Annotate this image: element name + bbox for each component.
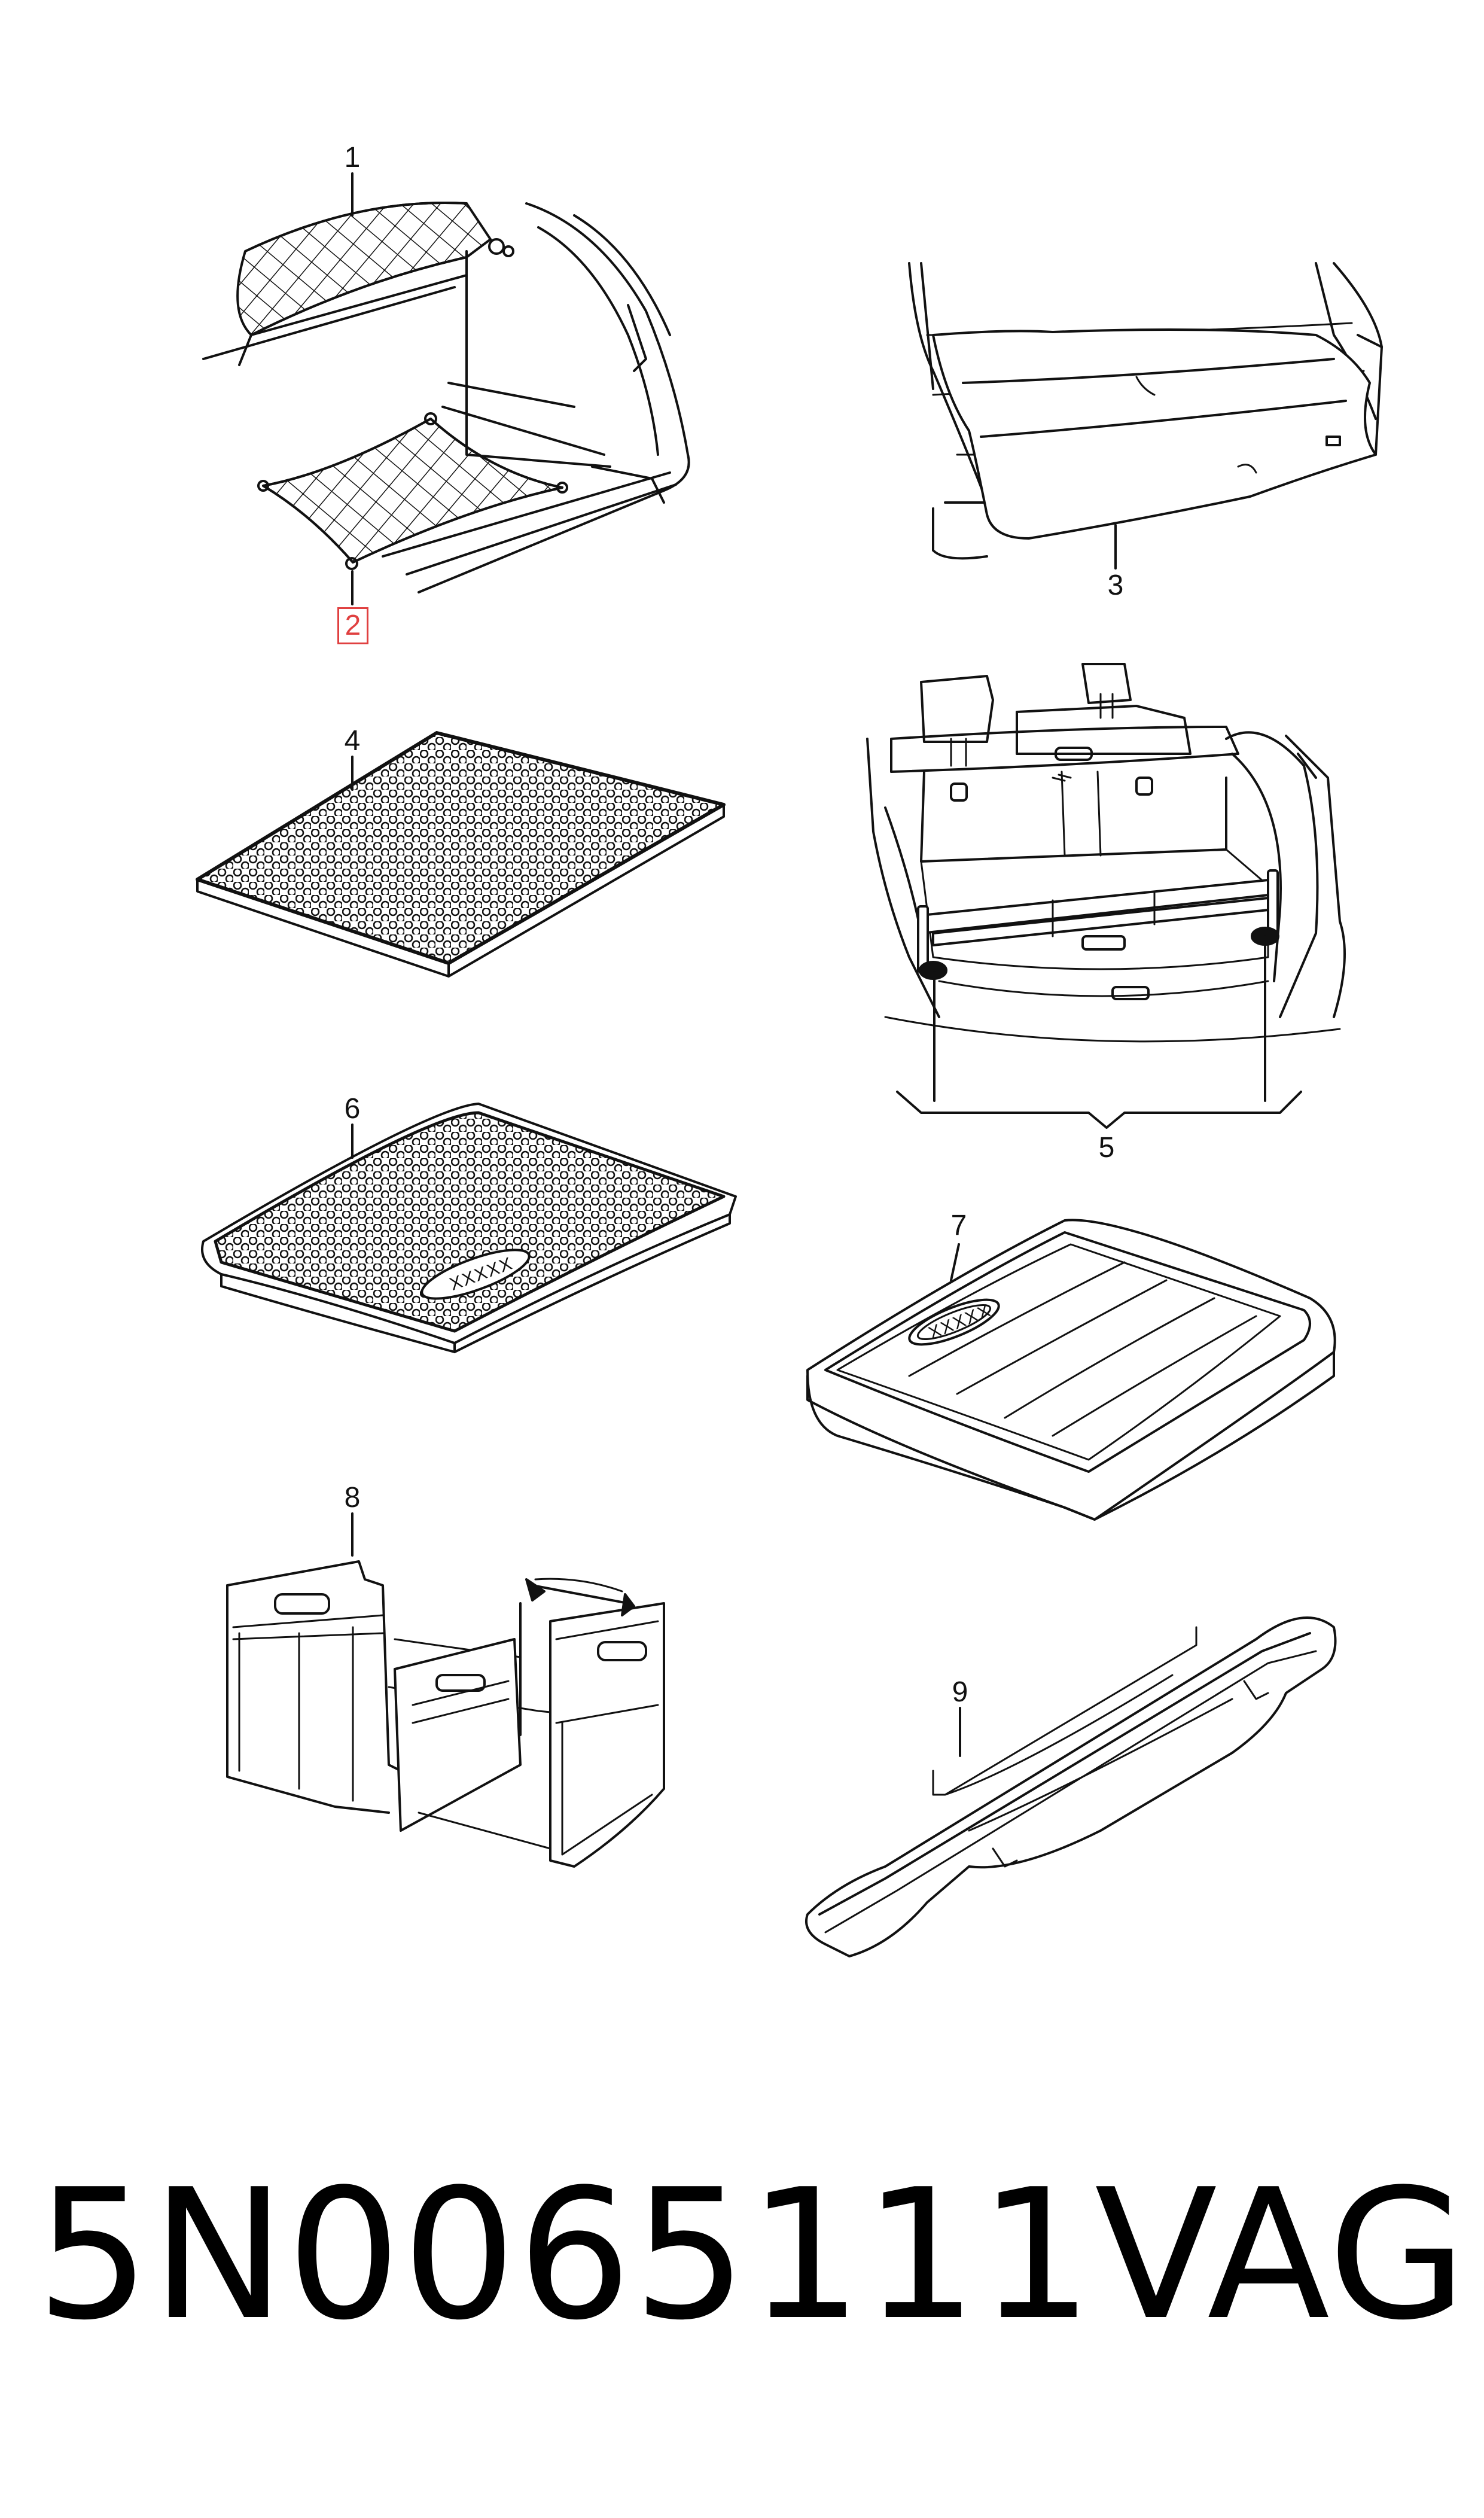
callout-9: 9 [952,1676,968,1708]
callout-6: 6 [344,1093,361,1125]
luggage-rail-illustration [866,663,1346,1129]
callout-5: 5 [1098,1132,1115,1164]
callout-3: 3 [1107,570,1124,601]
cargo-cover-illustration [805,1616,1337,1957]
bumper-protector-illustration [908,262,1383,570]
callout-1: 1 [344,142,361,173]
callout-4: 4 [344,725,361,757]
hard-tray-illustration [806,1219,1336,1521]
callout-7: 7 [950,1210,967,1241]
part-number: 5N0065111 [36,2151,1095,2359]
brand-label: VAG [1095,2151,1468,2359]
trunk-tray-illustration [201,1103,737,1353]
storage-box-illustration [226,1512,665,1868]
callout-8: 8 [344,1482,361,1514]
trunk-net-illustration [202,172,690,605]
callout-2-highlighted[interactable]: 2 [337,607,368,644]
floor-mat-illustration [196,731,726,978]
